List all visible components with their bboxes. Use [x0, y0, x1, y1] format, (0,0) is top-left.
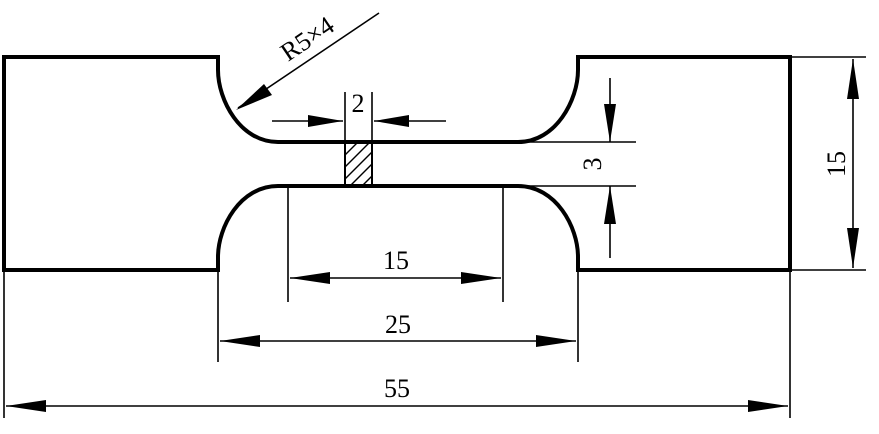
dim-text-15-width: 15 — [822, 151, 851, 177]
dim-text-15-gauge: 15 — [383, 246, 409, 275]
dimension-thickness: 3 — [520, 78, 636, 258]
hatched-notch — [344, 142, 373, 186]
dimension-parallel-length: 25 — [217, 272, 579, 362]
dim-text-3: 3 — [578, 158, 607, 171]
dimension-notch-width: 2 — [272, 89, 446, 141]
dim-text-55: 55 — [384, 374, 410, 403]
lower-contour — [2, 55, 792, 272]
dim-text-radius: R5×4 — [275, 10, 339, 66]
upper-contour — [2, 55, 792, 272]
dim-text-2: 2 — [352, 89, 365, 118]
dim-text-25: 25 — [385, 310, 411, 339]
dimension-overall-length: 55 — [3, 272, 791, 418]
dimension-gauge-length: 15 — [287, 188, 504, 302]
dimension-grip-width: 15 — [792, 56, 866, 271]
specimen-outline — [2, 55, 792, 272]
